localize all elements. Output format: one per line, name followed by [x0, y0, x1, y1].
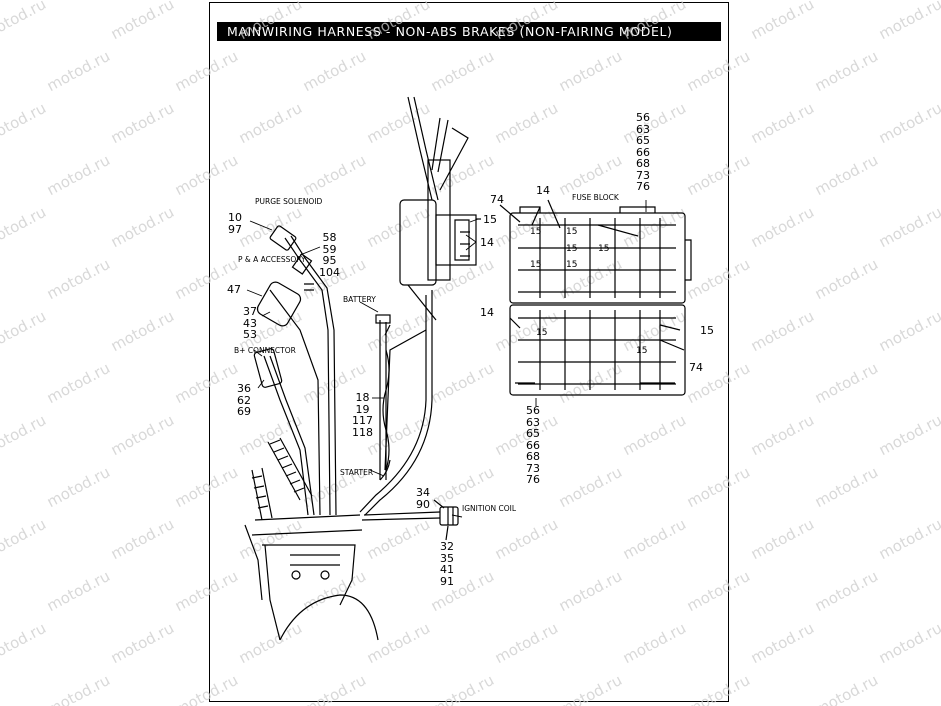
callout: 73 [526, 461, 540, 475]
leader-lines [246, 200, 647, 518]
callout: 90 [416, 497, 430, 511]
callout: 66 [636, 145, 650, 159]
purge-solenoid-label: PURGE SOLENOID [255, 197, 323, 206]
callout: 68 [526, 450, 540, 463]
b-plus-connector-label: B+ CONNECTOR [234, 346, 296, 355]
fuse-15: 15 [566, 244, 578, 254]
fuse-15: 15 [636, 346, 648, 356]
purge-callouts: 10 97 [228, 212, 242, 235]
callout: 36 [237, 382, 251, 395]
callout: 43 [243, 316, 257, 330]
callout: 66 [526, 438, 540, 452]
fuse-top-callouts: 56 63 65 66 68 73 76 [636, 112, 650, 193]
diagram-frame [209, 2, 729, 702]
callout: 118 [352, 425, 373, 439]
callout: 37 [243, 305, 257, 318]
fuse-15: 15 [566, 227, 578, 237]
callout: 41 [440, 563, 454, 576]
ignition-bottom-callouts: 32 35 41 91 [440, 541, 454, 587]
callout: 56 [526, 404, 540, 417]
callout: 63 [636, 122, 650, 136]
ignition-top-callouts: 34 90 [416, 487, 430, 510]
battery-cable-callouts: 18 19 117 118 [352, 392, 373, 438]
callout-74-top: 74 [490, 193, 504, 206]
fuse-15: 15 [530, 227, 542, 237]
purge-connector-callouts: 58 59 95 104 [319, 232, 340, 278]
pa-connector-callouts: 37 43 53 [243, 306, 257, 341]
pa-callout: 47 [227, 283, 241, 296]
callout: 73 [636, 168, 650, 182]
callout-14-left: 14 [480, 306, 494, 319]
fuse-block [499, 199, 692, 396]
fuse-15: 15 [536, 328, 548, 338]
fuse-block-label: FUSE BLOCK [572, 193, 619, 202]
left-wires [253, 225, 337, 516]
callout-14-mid: 14 [480, 236, 494, 249]
callout: 59 [322, 242, 337, 256]
callout: 69 [237, 405, 251, 418]
callout: 53 [243, 328, 257, 341]
callout: 62 [237, 393, 251, 407]
callout: 56 [636, 111, 650, 124]
callout: 19 [355, 402, 370, 416]
callout-15-top: 15 [483, 213, 497, 226]
callout: 34 [416, 486, 430, 499]
harness-trunk [359, 290, 433, 516]
callout: 35 [440, 551, 454, 565]
callout: 68 [636, 157, 650, 170]
fuse-15: 15 [598, 244, 610, 254]
callout-14-top: 14 [536, 184, 550, 197]
b-plus-callouts: 36 62 69 [237, 383, 251, 418]
callout: 18 [355, 391, 370, 404]
frame-bracket [244, 511, 441, 641]
callout: 95 [322, 254, 337, 267]
starter-label: STARTER [340, 468, 374, 477]
fuse-bottom-callouts: 56 63 65 66 68 73 76 [526, 405, 540, 486]
callout: 97 [228, 222, 242, 236]
ignition-coil-label: IGNITION COIL [462, 504, 517, 513]
callout: 104 [319, 265, 340, 279]
fuse-15: 15 [566, 260, 578, 270]
callout: 117 [352, 414, 373, 427]
callout: 65 [526, 427, 540, 440]
callout-15-right: 15 [700, 324, 714, 337]
harness-mount [399, 96, 481, 321]
conduit [251, 437, 313, 521]
callout: 65 [636, 134, 650, 147]
callout: 32 [440, 540, 454, 553]
fuse-15: 15 [530, 260, 542, 270]
diagram-title: MAINWIRING HARNESS - NON-ABS BRAKES (NON… [217, 22, 721, 41]
callout: 58 [322, 231, 337, 244]
battery-label: BATTERY [343, 295, 376, 304]
ignition-coil-connector [433, 499, 459, 541]
callout: 91 [440, 574, 454, 588]
callout-74-bottom: 74 [689, 361, 703, 374]
callout: 76 [526, 473, 540, 486]
callout: 63 [526, 415, 540, 429]
callout: 10 [228, 211, 242, 224]
callout: 76 [636, 180, 650, 193]
pa-accessory-label: P & A ACCESSORY [238, 255, 306, 264]
